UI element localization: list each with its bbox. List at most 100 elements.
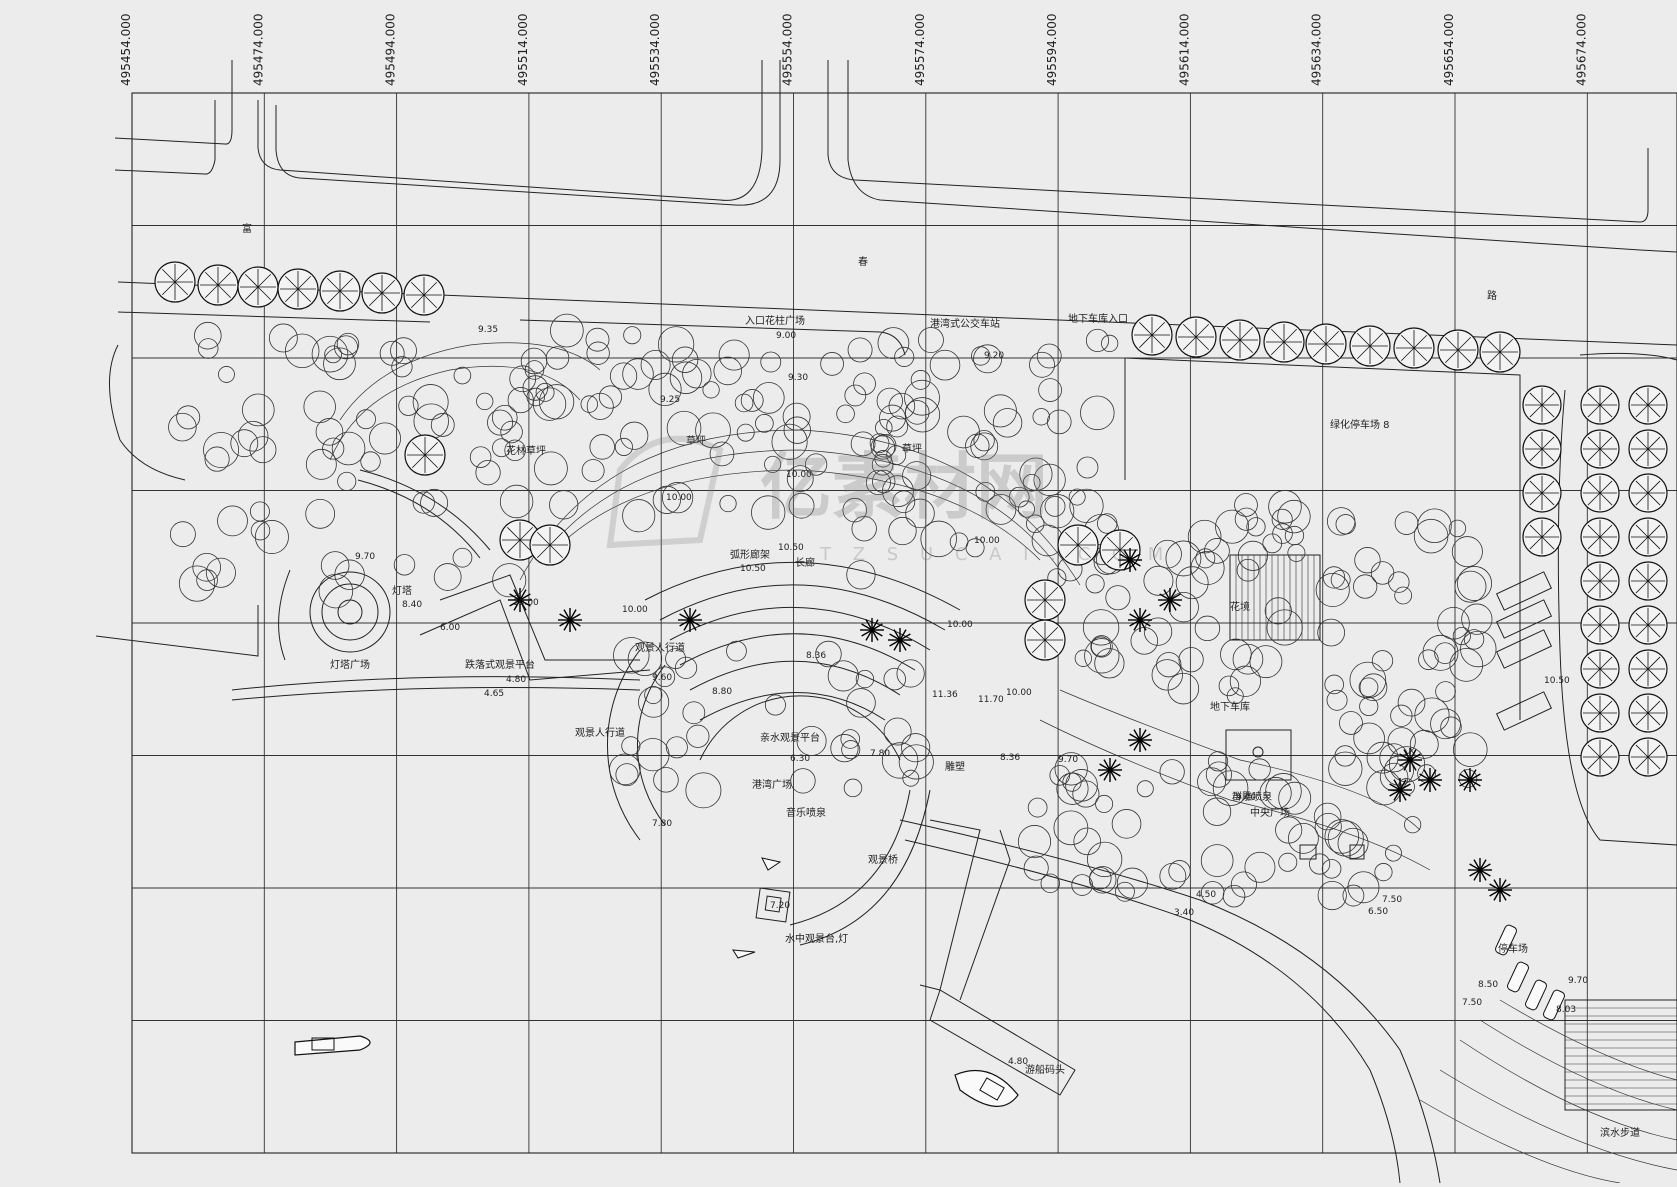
- grid-coordinate-label: 495514.000: [516, 13, 530, 86]
- shrub-icon: [1278, 852, 1298, 872]
- shrub-icon: [871, 453, 894, 476]
- shrub-icon: [1237, 540, 1268, 571]
- shrub-icon: [168, 412, 197, 442]
- shrub-icon: [1326, 689, 1348, 711]
- shrub-icon: [1136, 780, 1154, 798]
- shrub-icon: [1322, 566, 1346, 589]
- shrub-icon: [1111, 809, 1142, 839]
- elevation-marker: 9.35: [478, 325, 498, 335]
- tree-icon: [237, 266, 279, 308]
- shrub-icon: [230, 429, 259, 458]
- grid-coordinate-label: 495634.000: [1310, 13, 1324, 86]
- garden-lawn-label: 花林草坪: [506, 444, 546, 457]
- shrub-icon: [305, 498, 336, 529]
- shrub-icon: [1321, 859, 1342, 879]
- tree-icon: [1628, 737, 1668, 777]
- shrub-icon: [1040, 873, 1060, 894]
- water-watch-tower-inner: [764, 895, 782, 913]
- shrub-icon: [1085, 574, 1105, 594]
- shrub-icon: [1385, 844, 1402, 862]
- shrub-icon: [1454, 570, 1487, 603]
- shrub-icon: [661, 482, 694, 514]
- shrub-icon: [492, 563, 527, 598]
- elevation-marker: 3.40: [1174, 908, 1194, 918]
- boats: [294, 857, 1019, 1107]
- road-edge: [275, 60, 781, 206]
- shrub-icon: [1335, 514, 1356, 535]
- grid-coordinate-label: 495594.000: [1045, 13, 1059, 86]
- shoreline: [231, 676, 1677, 1184]
- tree-icon: [1628, 693, 1668, 733]
- shrub-icon: [1324, 819, 1360, 854]
- palm-tree-icon: [888, 628, 912, 652]
- shrub-icon: [648, 372, 682, 406]
- shrub-icon: [1452, 627, 1471, 646]
- shrub-icon: [904, 379, 940, 416]
- shrub-icon: [398, 395, 419, 416]
- tree-icon: [319, 270, 361, 312]
- shrub-icon: [1212, 770, 1249, 806]
- shrub-icon: [1194, 615, 1221, 642]
- elevation-marker: 10.50: [1544, 676, 1570, 686]
- shrub-icon: [1359, 696, 1379, 717]
- shoreline-edge: [231, 676, 641, 691]
- deck-label: 跌落式观景平台: [465, 658, 535, 671]
- shrub-icon: [736, 423, 755, 442]
- shrub-icon: [1379, 743, 1409, 773]
- shrub-icon: [1116, 867, 1148, 899]
- shrub-icon: [870, 435, 896, 460]
- palm-tree-icon: [1128, 608, 1152, 632]
- shrub-icon: [176, 405, 201, 430]
- shrub-icon: [790, 768, 816, 794]
- site-boundaries: [108, 319, 1677, 871]
- shrub-icon: [1234, 507, 1258, 531]
- shrub-icon: [815, 640, 842, 668]
- terrace-steps: [419, 599, 651, 681]
- tree-icon: [1131, 314, 1173, 356]
- elevation-marker: 10.00: [513, 598, 539, 608]
- bridge-label: 观景桥: [868, 854, 898, 866]
- shrub-icon: [1220, 638, 1252, 671]
- shrub-icon: [393, 554, 416, 576]
- palm-tree-icon: [1398, 748, 1422, 772]
- shrub-icon: [504, 439, 526, 462]
- shrub-icon: [1023, 855, 1049, 881]
- parking-stall: [1495, 629, 1553, 669]
- shrub-icon: [1143, 565, 1174, 596]
- dock-step-lines: [1565, 1007, 1677, 1105]
- shoreline-edge: [231, 687, 641, 701]
- watermark-logo-icon: [606, 435, 724, 549]
- tree-icon: [1263, 321, 1305, 363]
- shrub-icon: [877, 327, 910, 359]
- sculpture-label: 雕塑: [945, 760, 965, 773]
- tree-icon: [1628, 649, 1668, 689]
- waterfront-path: [1059, 689, 1421, 831]
- elevation-marker: 6.30: [790, 754, 810, 764]
- shrub-icon: [218, 366, 235, 383]
- garden-path: [339, 342, 601, 421]
- shrub-icon: [621, 736, 641, 756]
- shrub-icon: [1115, 881, 1135, 902]
- shrub-icon: [613, 637, 650, 674]
- grid-coordinate-label: 495454.000: [119, 13, 133, 86]
- tree-icon: [1580, 605, 1620, 645]
- shrub-icon: [1448, 519, 1467, 538]
- parking-stall: [1495, 599, 1553, 639]
- shrub-icon: [1422, 634, 1459, 671]
- shrub-icon: [764, 694, 786, 716]
- shrub-icon: [1265, 773, 1302, 810]
- shrub-icon: [636, 738, 670, 772]
- shrub-icon: [1278, 781, 1312, 815]
- shrub-icon: [1069, 488, 1104, 523]
- shrub-icon: [975, 481, 996, 502]
- boundary-curve: [1579, 352, 1677, 361]
- shrub-icon: [615, 763, 639, 787]
- shrub-icon: [820, 352, 844, 376]
- road-edge: [114, 60, 233, 145]
- shrub-icon: [640, 349, 671, 380]
- shrub-icon: [665, 736, 688, 759]
- shrub-icon: [1337, 827, 1369, 859]
- tree-icon: [1057, 524, 1099, 566]
- shrub-icon: [695, 412, 731, 449]
- grid-coordinate-label: 495674.000: [1574, 13, 1588, 86]
